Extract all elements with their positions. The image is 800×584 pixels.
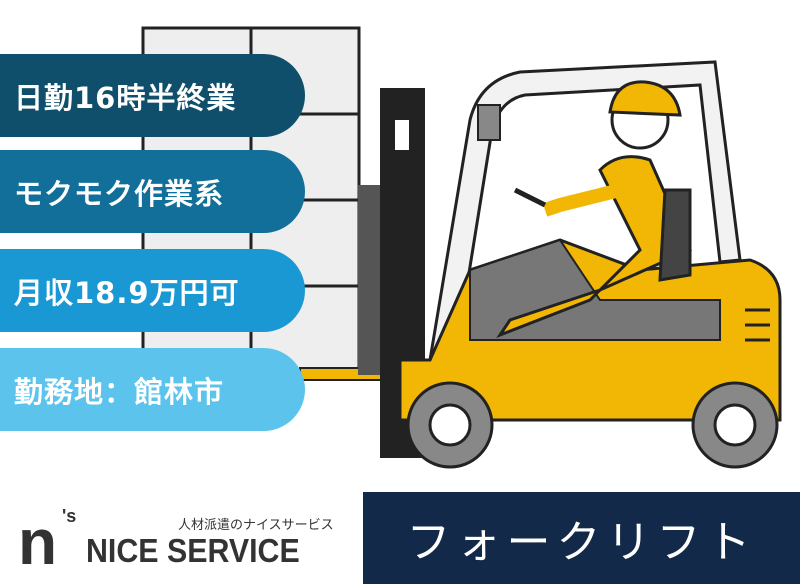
logo-mark-suffix: 's (62, 506, 77, 526)
company-logo: n 's 人材派遣のナイスサービス NICE SERVICE (18, 506, 358, 576)
feature-salary: 月収18.9万円可 (0, 249, 305, 332)
feature-location: 勤務地：館林市 (0, 348, 305, 431)
job-title-banner: フォークリフト (363, 492, 800, 584)
logo-tagline: 人材派遣のナイスサービス (178, 518, 334, 533)
feature-working-hours: 日勤16時半終業 (0, 54, 305, 137)
logo-mark: n (18, 506, 58, 578)
logo-name: NICE SERVICE (86, 532, 300, 569)
wheels (406, 381, 779, 469)
worker (496, 80, 692, 339)
feature-work-style: モクモク作業系 (0, 150, 305, 233)
